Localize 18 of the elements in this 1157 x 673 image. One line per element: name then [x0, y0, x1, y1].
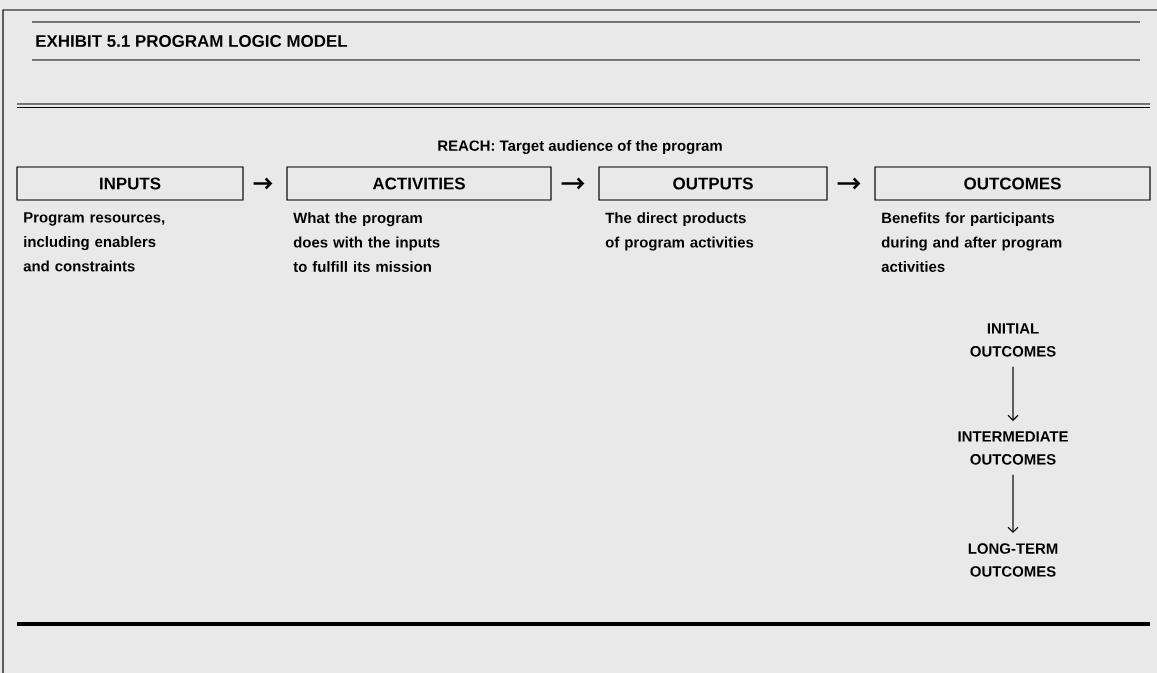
description-text: Program resources, including enablers and constraints — [23, 212, 165, 272]
description-text: What the program does with the inputs to fulfill its mission — [293, 212, 440, 272]
title: EXHIBIT 5.1 PROGRAM LOGIC MODEL — [36, 35, 348, 47]
arrow — [1007, 474, 1019, 534]
arrow — [253, 177, 273, 190]
stage-box: INPUTS — [16, 166, 244, 201]
arrow — [837, 177, 861, 190]
reach-heading: REACH: Target audience of the program — [438, 140, 722, 154]
outcome-stage: LONG-TERM OUTCOMES — [968, 543, 1058, 577]
description-text: Benefits for participants during and after program activities — [881, 212, 1062, 272]
stage-box: ACTIVITIES — [286, 166, 552, 201]
description-text: The direct products of program activities — [605, 212, 754, 251]
arrow — [561, 177, 585, 190]
outcome-stage: INITIAL OUTCOMES — [970, 323, 1056, 357]
outcome-stage: INTERMEDIATE OUTCOMES — [958, 431, 1068, 465]
arrow — [1007, 366, 1019, 422]
stage-box: OUTCOMES — [874, 166, 1151, 201]
stage-box: OUTPUTS — [598, 166, 828, 201]
